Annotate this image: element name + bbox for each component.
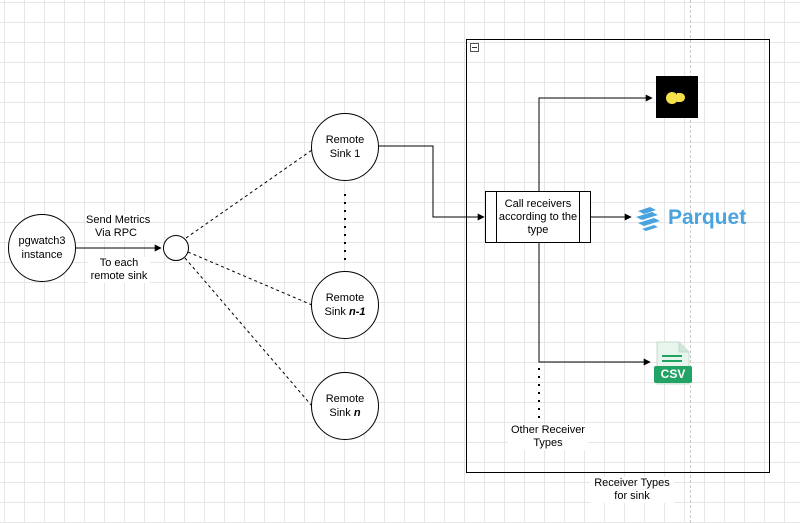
csv-label: CSV xyxy=(654,366,692,383)
node-label-suffix: 1 xyxy=(354,148,361,160)
fanout-node[interactable] xyxy=(163,235,189,261)
process-label: Call receivers according to the type xyxy=(498,197,578,236)
receiver-types-container[interactable] xyxy=(466,39,770,473)
sink-to-process-arrow xyxy=(378,145,485,221)
remote-sink-n-1-node[interactable]: Remote Sink n-1 xyxy=(311,271,379,339)
other-receiver-types-label: Other Receiver Types xyxy=(508,424,588,450)
node-label: pgwatch3 xyxy=(18,235,66,247)
node-label-suffix: n-1 xyxy=(348,306,366,318)
edge-label-line: remote sink xyxy=(90,270,148,282)
node-label: Remote xyxy=(325,134,365,146)
node-label-prefix: Sink xyxy=(324,306,349,318)
edge-label-line: Send Metrics xyxy=(86,214,151,226)
dotted-link-sink-n xyxy=(184,257,313,407)
edge-label-line: To each xyxy=(99,257,139,269)
caption-line: for sink xyxy=(614,490,650,502)
node-label: Remote xyxy=(325,393,365,405)
pgwatch3-instance-node[interactable]: pgwatch3 instance xyxy=(8,214,76,282)
parquet-label: Parquet xyxy=(668,206,747,229)
parquet-icon xyxy=(636,207,660,231)
node-label: Remote xyxy=(325,292,365,304)
node-label-suffix: n xyxy=(353,407,361,419)
to-each-sink-label: To each remote sink xyxy=(88,257,150,283)
other-receivers-line: Other Receiver xyxy=(511,424,585,436)
logo-shape xyxy=(666,92,678,104)
node-label: Sink n xyxy=(326,406,365,420)
guide-line xyxy=(690,0,691,523)
caption-line: Receiver Types xyxy=(594,477,670,489)
node-label-prefix: Sink xyxy=(329,407,354,419)
node-label: instance xyxy=(21,249,63,261)
remote-sink-1-node[interactable]: Remote Sink 1 xyxy=(311,113,379,181)
node-label: Sink 1 xyxy=(326,147,365,161)
edge-label-line: Via RPC xyxy=(95,227,137,239)
receiver-logo-icon[interactable] xyxy=(656,76,698,118)
node-label: Sink n-1 xyxy=(325,305,366,319)
collapse-icon[interactable] xyxy=(470,43,479,52)
process-to-csv-arrow xyxy=(538,243,651,366)
node-label-prefix: Sink xyxy=(329,148,355,160)
csv-receiver[interactable]: CSV xyxy=(653,341,693,385)
dotted-link-sink-n-1 xyxy=(187,251,313,306)
call-receivers-process[interactable]: Call receivers according to the type xyxy=(485,191,591,243)
dotted-link-sink-1 xyxy=(185,149,313,239)
receiver-types-caption: Receiver Types for sink xyxy=(590,477,674,503)
process-to-logo-arrow xyxy=(538,94,653,191)
parquet-receiver[interactable]: Parquet xyxy=(634,203,754,233)
other-receivers-line: Types xyxy=(533,437,563,449)
remote-sink-n-node[interactable]: Remote Sink n xyxy=(311,372,379,440)
send-metrics-label: Send Metrics Via RPC xyxy=(86,214,151,240)
logo-shape xyxy=(677,93,685,102)
